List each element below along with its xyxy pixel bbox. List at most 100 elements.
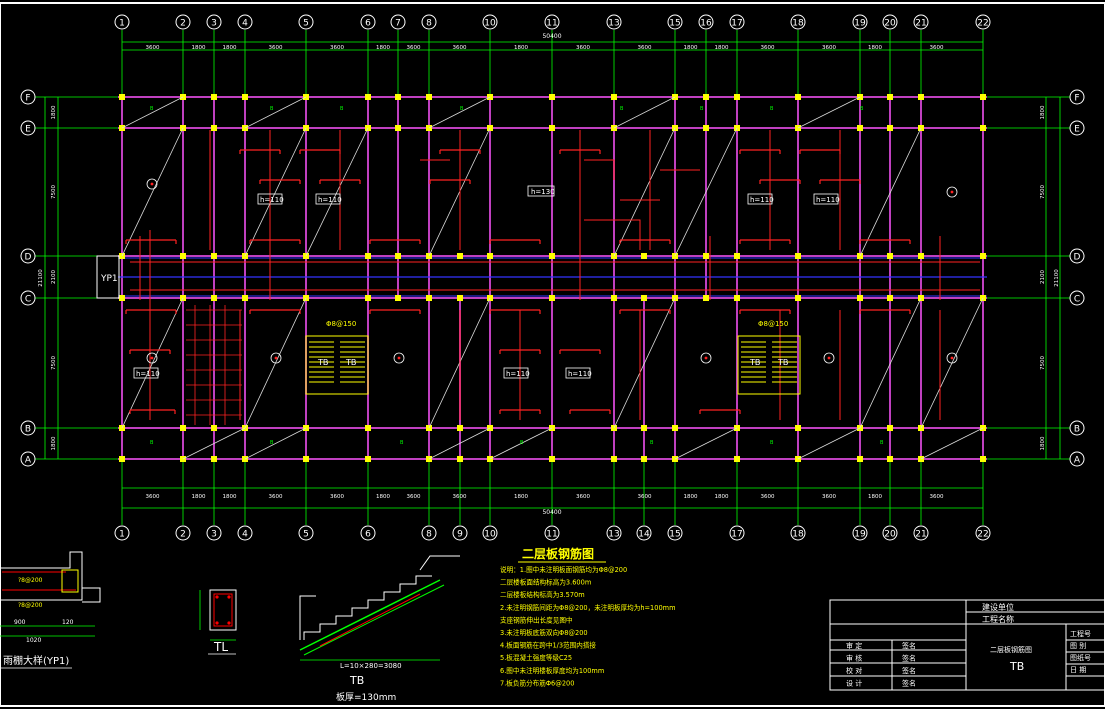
- tb-note: 板厚=130mm: [336, 691, 396, 703]
- axis-bubble-bottom: [237, 525, 253, 541]
- dim-top: 1800: [223, 45, 237, 51]
- axis-bubble-top-label: 21: [915, 19, 926, 29]
- axis-bubble-top: [913, 14, 929, 30]
- svg-text:B: B: [520, 440, 524, 446]
- axis-bubble-bottom: [913, 525, 929, 541]
- note-line: 支座钢筋伸出长度见图中: [500, 615, 573, 624]
- note-line: 6.图中未注明楼板厚度均为100mm: [500, 666, 604, 675]
- axis-bubble-bottom: [975, 525, 991, 541]
- axis-bubble-top: [421, 14, 437, 30]
- dim-bottom: 1800: [868, 494, 882, 500]
- dim-right: 1800: [1040, 436, 1046, 450]
- axis-bubble-bottom-label: 8: [426, 530, 432, 540]
- axis-bubble-bottom-label: 15: [669, 530, 680, 540]
- svg-text:B: B: [700, 106, 704, 112]
- svg-text:B: B: [270, 106, 274, 112]
- general-notes: 说明：1.图中未注明板面钢筋均为Φ8@200二层楼板面结构标高为3.600m二层…: [500, 565, 676, 687]
- dim-right: 7500: [1040, 185, 1046, 199]
- axis-bubble-bottom: [606, 525, 622, 541]
- tb-row-sign: 签名: [902, 641, 916, 650]
- dim-right: 7500: [1040, 356, 1046, 370]
- axis-bubble-top-label: 8: [426, 19, 432, 29]
- axis-bubble-bottom-label: 10: [484, 530, 496, 540]
- tb-right-label: 工程号: [1070, 629, 1091, 638]
- axis-bubble-bottom-label: 22: [977, 530, 988, 540]
- axis-bubble-top: [114, 14, 130, 30]
- axis-bubble-bottom: [482, 525, 498, 541]
- axis-bubble-bottom-label: 18: [792, 530, 804, 540]
- axis-bubble-bottom: [452, 525, 468, 541]
- axis-bubble-top-label: 10: [484, 19, 496, 29]
- dim-bottom: 3600: [930, 494, 944, 500]
- tb-detail-label: TB: [349, 674, 364, 687]
- note-line: 7.板负筋分布筋Φ6@200: [500, 678, 574, 687]
- dim-bottom: 1800: [514, 494, 528, 500]
- axis-bubble-top: [790, 14, 806, 30]
- axis-bubble-top-label: 17: [731, 19, 742, 29]
- axis-bubble-bottom-label: 13: [608, 530, 619, 540]
- axis-bubble-bottom-label: 4: [242, 530, 248, 540]
- tb-label-4: TB: [777, 358, 788, 367]
- axis-bubble-top: [237, 14, 253, 30]
- axis-bubble-top-label: 15: [669, 19, 680, 29]
- tb-right-label: 日 期: [1070, 666, 1086, 674]
- axis-bubble-right: [1069, 248, 1085, 264]
- svg-text:B: B: [770, 440, 774, 446]
- canopy-detail: ?8@200 ?8@200 900 120 1020 雨棚大样(YP1): [0, 551, 101, 669]
- tb-label-2: TB: [345, 358, 356, 367]
- axis-bubble-left-label: A: [25, 456, 32, 466]
- axis-bubble-bottom-label: 1: [119, 530, 125, 540]
- overall-dim-top: 50400: [542, 33, 561, 40]
- tl-label: TL: [213, 640, 228, 654]
- axis-bubble-bottom: [852, 525, 868, 541]
- axis-bubble-right-label: D: [1074, 253, 1081, 263]
- axis-bubble-bottom: [206, 525, 222, 541]
- dim-top: 3600: [930, 45, 944, 51]
- dim-top: 1800: [514, 45, 528, 51]
- note-line: 3.未注明板底筋双向Φ8@200: [500, 628, 588, 637]
- axis-bubble-bottom: [360, 525, 376, 541]
- beam-layout: [118, 94, 987, 462]
- rebar-note-1: Φ8@150: [326, 320, 356, 328]
- dim-bottom: 1800: [376, 494, 390, 500]
- axis-bubble-left-label: E: [25, 125, 31, 135]
- slab-tag-4: h=110: [750, 196, 774, 204]
- tb-drawing-no: TB: [1009, 660, 1024, 673]
- note-line: 二层楼板结构标高为3.570m: [500, 590, 585, 599]
- svg-text:?8@200: ?8@200: [18, 577, 43, 584]
- svg-text:B: B: [400, 440, 404, 446]
- axis-bubble-top-label: 11: [546, 19, 557, 29]
- drawing-title: 二层板钢筋图: [522, 546, 594, 561]
- axis-bubble-right: [1069, 89, 1085, 105]
- axis-bubble-right-label: F: [1074, 94, 1079, 104]
- axis-bubble-top: [852, 14, 868, 30]
- axis-bubble-bottom: [790, 525, 806, 541]
- axis-bubble-left: [20, 248, 36, 264]
- dim-top: 3600: [576, 45, 590, 51]
- svg-text:B: B: [880, 440, 884, 446]
- svg-text:B: B: [150, 440, 154, 446]
- svg-text:B: B: [460, 106, 464, 112]
- dim-bottom: 1800: [192, 494, 206, 500]
- axis-bubble-top-label: 5: [303, 19, 309, 29]
- note-line: 4.板面钢筋在跨中1/3范围内搭接: [500, 641, 596, 650]
- axis-bubble-right-label: E: [1074, 125, 1080, 135]
- tb-row-sign: 签名: [902, 654, 916, 663]
- axis-bubble-right: [1069, 420, 1085, 436]
- title-block: 建设单位 工程名称 二层板钢筋图 TB 审 定签名审 核签名校 对签名设 计签名…: [829, 599, 1105, 691]
- yp1-label: YP1: [100, 274, 118, 284]
- axis-bubble-bottom-label: 3: [211, 530, 217, 540]
- axis-bubble-bottom: [882, 525, 898, 541]
- axis-bubble-left: [20, 290, 36, 306]
- tb-row-sign: 签名: [902, 666, 916, 675]
- axis-bubble-left-label: B: [25, 425, 31, 435]
- dim-left: 7500: [51, 356, 57, 370]
- axis-bubble-bottom-label: 17: [731, 530, 742, 540]
- axis-bubble-top: [360, 14, 376, 30]
- axis-bubble-bottom: [729, 525, 745, 541]
- dim-top: 1800: [684, 45, 698, 51]
- dim-top: 3600: [453, 45, 467, 51]
- note-line: 2.未注明钢筋间距为Φ8@200，未注明板厚均为h=100mm: [500, 603, 676, 612]
